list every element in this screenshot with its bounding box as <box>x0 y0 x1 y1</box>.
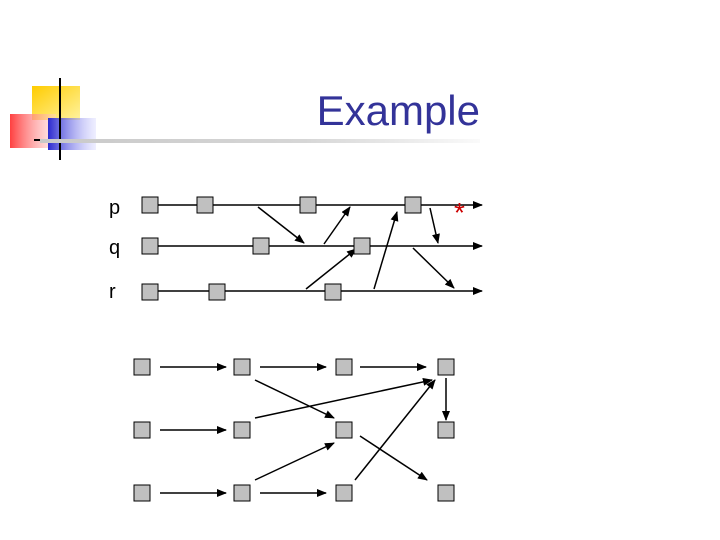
process-label-q: q <box>109 237 120 259</box>
state-box <box>335 358 353 376</box>
state-box <box>335 421 353 439</box>
event-box <box>353 237 371 255</box>
state-box <box>437 421 455 439</box>
message-arrow <box>305 248 357 290</box>
state-box <box>133 484 151 502</box>
state-box <box>437 358 455 376</box>
event-box <box>252 237 270 255</box>
event-box <box>208 283 226 301</box>
state-box <box>233 421 251 439</box>
message-arrow <box>412 247 455 289</box>
message-arrow <box>323 206 351 245</box>
state-box <box>133 421 151 439</box>
message-arrow <box>429 207 440 244</box>
marker-asterisk: * <box>454 197 465 228</box>
state-box <box>437 484 455 502</box>
event-box <box>324 283 342 301</box>
lattice-arrow <box>359 435 428 481</box>
lattice-arrow <box>254 379 335 419</box>
title-underline <box>40 139 480 143</box>
event-box <box>141 283 159 301</box>
state-box <box>335 484 353 502</box>
event-box <box>141 196 159 214</box>
event-box <box>299 196 317 214</box>
message-arrow <box>373 211 399 290</box>
state-box <box>133 358 151 376</box>
page-title: Example <box>316 87 480 134</box>
lattice-arrow <box>354 379 436 481</box>
process-label-r: r <box>109 281 116 303</box>
message-arrow <box>257 206 305 244</box>
process-label-p: p <box>109 197 120 219</box>
event-box <box>141 237 159 255</box>
state-box <box>233 358 251 376</box>
event-box <box>404 196 422 214</box>
state-box <box>233 484 251 502</box>
lattice-arrow <box>254 377 433 419</box>
lattice-arrow <box>254 442 335 481</box>
event-box <box>196 196 214 214</box>
